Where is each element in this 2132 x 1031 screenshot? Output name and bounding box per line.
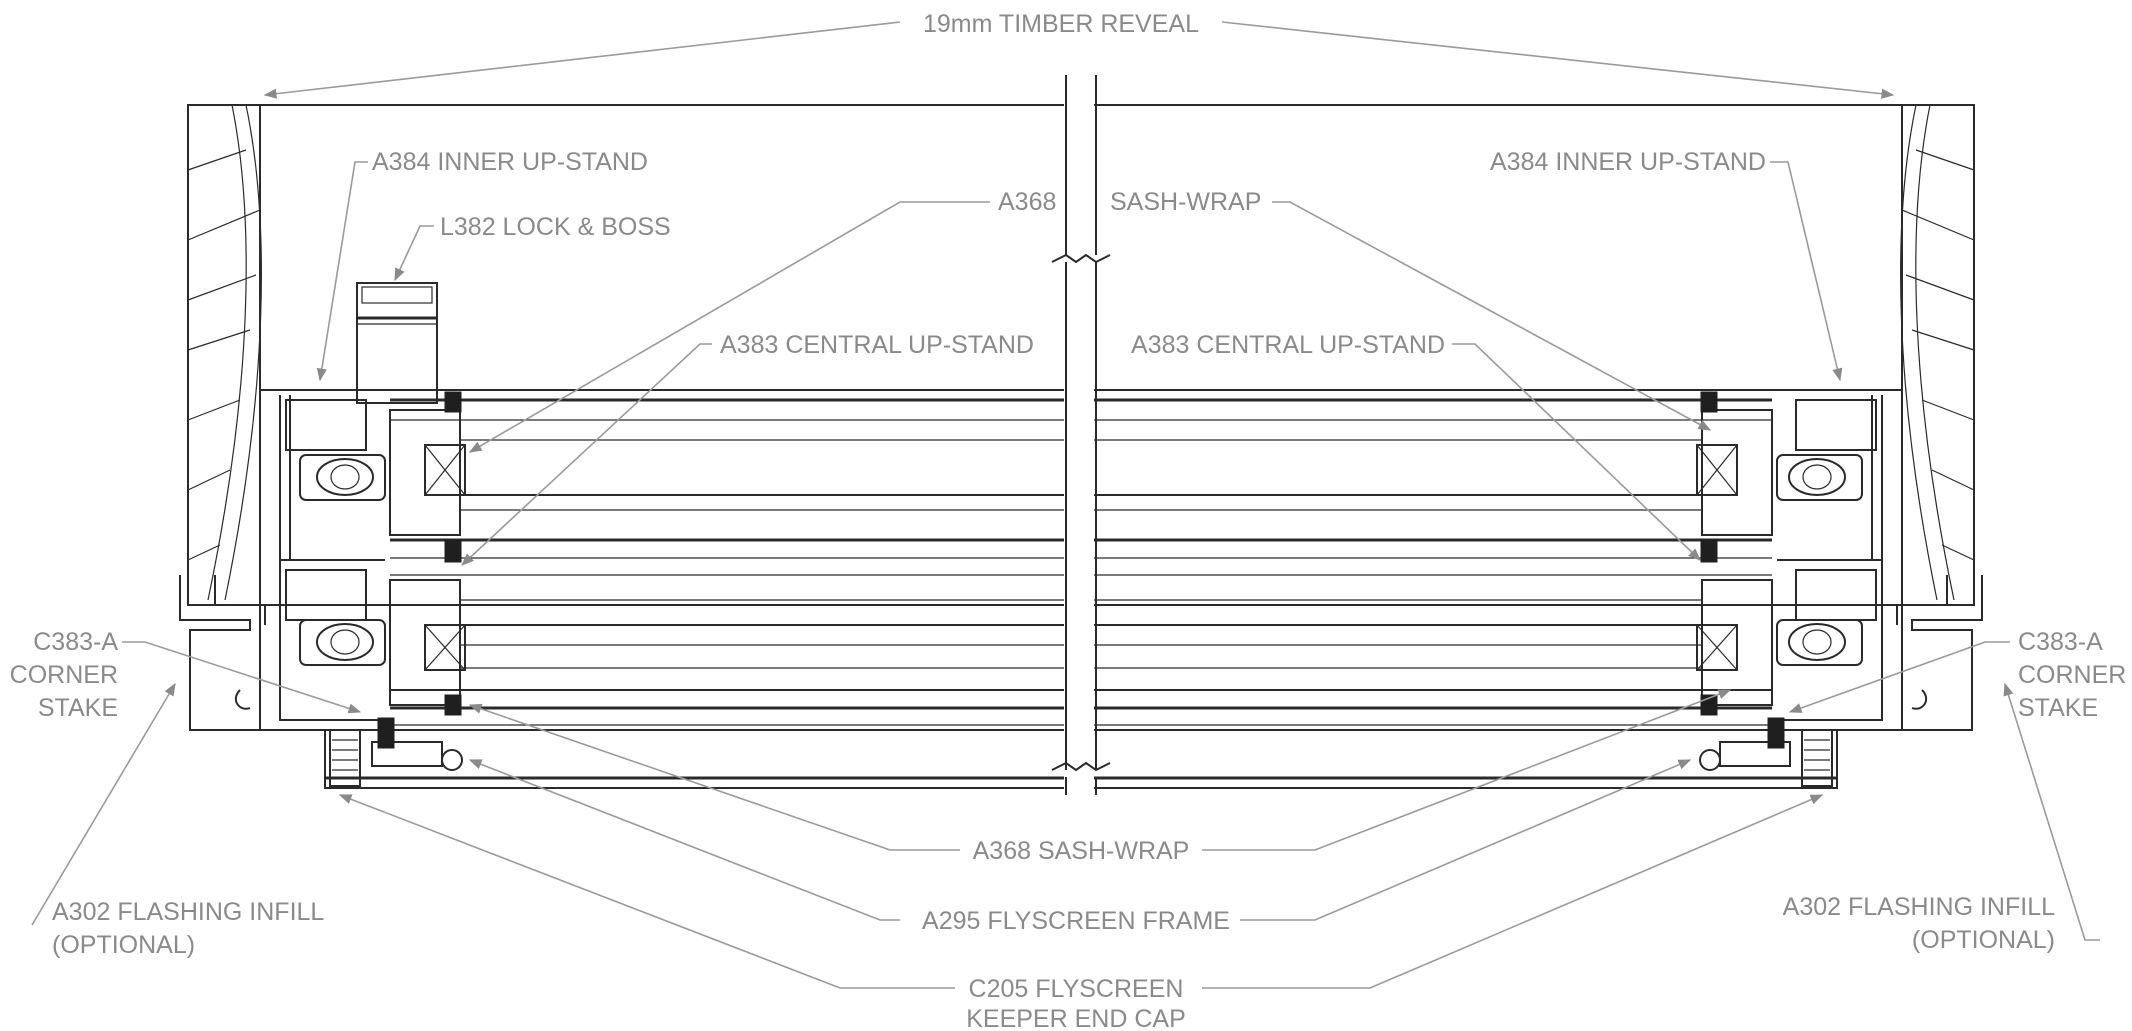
label-corner-stake-right-1: C383-A <box>2018 628 2103 656</box>
label-a368-sashwrap-bottom: A368 SASH-WRAP <box>973 837 1190 865</box>
label-sashwrap-top: SASH-WRAP <box>1110 188 1261 216</box>
label-corner-stake-right-3: STAKE <box>2018 694 2098 722</box>
label-flashing-infill-right-2: (OPTIONAL) <box>1912 926 2055 954</box>
label-inner-upstand-left: A384 INNER UP-STAND <box>372 148 648 176</box>
label-corner-stake-left-1: C383-A <box>33 628 118 656</box>
label-corner-stake-left-3: STAKE <box>38 694 118 722</box>
right-jamb-detail <box>1696 391 1983 749</box>
annotation-labels: 19mm TIMBER REVEAL A384 INNER UP-STAND A… <box>10 10 2127 1031</box>
label-central-upstand-left: A383 CENTRAL UP-STAND <box>720 331 1034 359</box>
label-flyscreen-frame: A295 FLYSCREEN FRAME <box>922 907 1230 935</box>
label-lock-boss: L382 LOCK & BOSS <box>440 213 671 241</box>
label-keeper-end-cap-1: C205 FLYSCREEN <box>969 975 1184 1003</box>
label-timber-reveal: 19mm TIMBER REVEAL <box>923 10 1199 38</box>
break-lines <box>1051 75 1111 795</box>
label-inner-upstand-right: A384 INNER UP-STAND <box>1490 148 1766 176</box>
label-keeper-end-cap-2: KEEPER END CAP <box>966 1005 1186 1031</box>
label-central-upstand-right: A383 CENTRAL UP-STAND <box>1131 331 1445 359</box>
label-a368-top: A368 <box>998 188 1056 216</box>
leader-lines <box>31 21 2100 989</box>
label-flashing-infill-left-1: A302 FLASHING INFILL <box>52 898 324 926</box>
left-jamb-detail <box>179 282 466 749</box>
label-flashing-infill-left-2: (OPTIONAL) <box>52 931 195 959</box>
label-flashing-infill-right-1: A302 FLASHING INFILL <box>1783 893 2055 921</box>
label-corner-stake-left-2: CORNER <box>10 661 118 689</box>
label-corner-stake-right-2: CORNER <box>2018 661 2126 689</box>
